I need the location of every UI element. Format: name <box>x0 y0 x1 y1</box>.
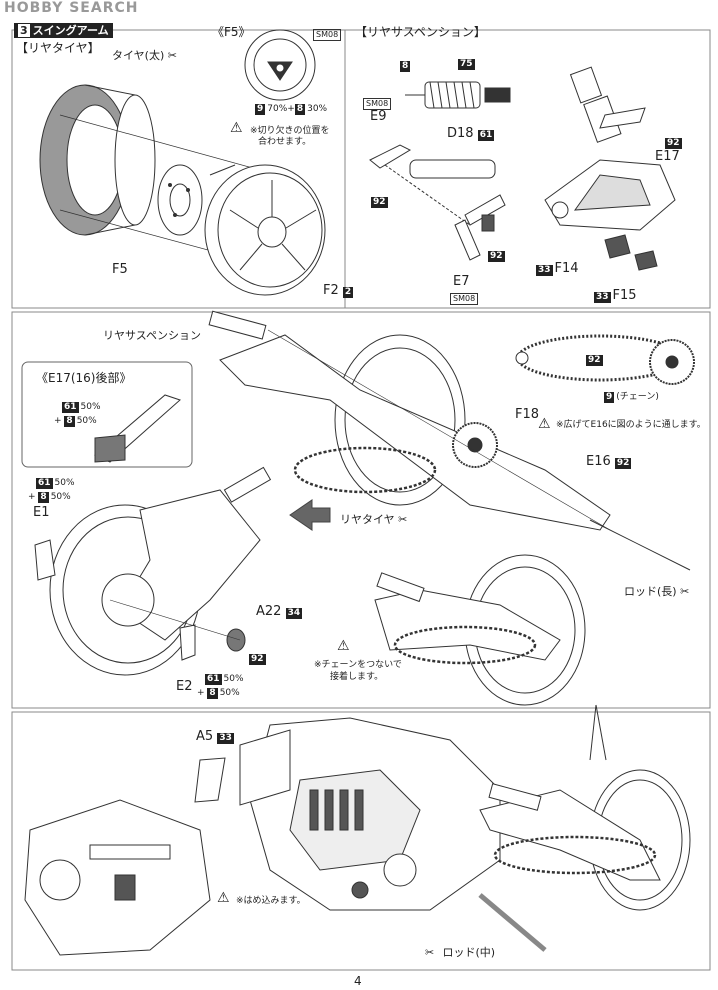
fit-note: ※はめ込みます。 <box>236 896 306 906</box>
cutter-tool-icon: ✂ <box>167 49 177 62</box>
part-e2: E2 <box>176 679 193 694</box>
chain-note-2: 接着します。 <box>330 672 384 682</box>
f5-disc-inset-drawing <box>244 29 316 101</box>
e7-color: 92 <box>488 251 505 262</box>
warning-icon-2: ⚠ <box>538 416 551 432</box>
chain-color: 92 <box>586 355 603 366</box>
page-number: 4 <box>354 974 362 988</box>
direction-arrow <box>289 499 331 531</box>
f5-paint-tag: SM08 <box>313 27 342 41</box>
part-e16: E16 92 <box>586 454 632 469</box>
a22-sub-color: 92 <box>249 654 266 665</box>
swing-arm-final-drawing <box>478 769 691 952</box>
caution-text-2: 合わせます。 <box>258 137 312 147</box>
wheel-f2-drawing <box>204 164 326 296</box>
swing-arm-assembly-left-drawing <box>34 466 272 676</box>
tire-label-text: タイヤ(太) <box>112 49 165 62</box>
brake-disc-drawing <box>157 164 203 236</box>
e17-color: 92 <box>665 138 682 149</box>
rear-tire-drawing <box>39 84 261 261</box>
warning-icon-1: ⚠ <box>230 120 243 136</box>
cutter-tool-icon: ✂ <box>680 585 690 598</box>
part-d18: D18 61 <box>447 126 495 141</box>
e17-assembly-drawing <box>544 66 676 271</box>
closeup-frame-drawing <box>24 799 211 956</box>
rear-tire-heading: 【リヤタイヤ】 <box>16 41 100 55</box>
part-e17: E17 <box>655 149 680 164</box>
chain-drawing <box>515 334 695 385</box>
watermark: HOBBY SEARCH <box>4 0 139 16</box>
warning-icon-3: ⚠ <box>337 638 350 654</box>
part-f18: F18 <box>515 407 540 422</box>
rear-suspension-parts-drawing <box>369 81 511 261</box>
part-f5: F5 <box>112 262 128 277</box>
step-number: 3 <box>18 24 30 37</box>
cutter-tool-icon: ✂ <box>398 513 408 526</box>
chain-label: 9(チェーン) <box>604 392 659 403</box>
part-f2: F2 2 <box>323 283 354 298</box>
rear-susp-heading: 【リヤサスペンション】 <box>355 25 486 39</box>
susp-code-8: 8 <box>400 61 411 72</box>
warning-icon-4: ⚠ <box>217 890 230 906</box>
swing-arm-assembly-right-drawing <box>374 554 586 706</box>
rod-long-label: ロッド(長) ✂ <box>624 585 694 599</box>
rear-tire-label-2: リヤタイヤ ✂ <box>340 513 412 527</box>
f18-note: ※広げてE16に図のように通します。 <box>556 420 706 430</box>
part-e7: E7 <box>453 274 470 289</box>
engine-frame-drawing <box>194 717 501 911</box>
f5-heading: 《F5》 <box>212 25 251 39</box>
caution-text-1: ※切り欠きの位置を <box>250 126 330 136</box>
cutter-tool-icon: ✂ <box>425 946 435 959</box>
e9-tag: SM08 <box>363 96 392 110</box>
part-e9: E9 <box>370 109 387 124</box>
chain-note-1: ※チェーンをつないで <box>314 660 402 670</box>
part-e1: E1 <box>33 505 50 520</box>
rod-mid-label: ✂ ロッド(中) <box>425 946 496 959</box>
susp-code-75: 75 <box>458 59 475 70</box>
e17-inset-heading: 《E17(16)後部》 <box>36 371 132 385</box>
part-a22: A22 34 <box>256 604 303 619</box>
step-title: スイングアーム <box>32 24 109 37</box>
swing-arm-upper-drawing <box>208 310 691 571</box>
part-a5: A5 33 <box>196 729 234 744</box>
e9-color: 92 <box>371 197 388 208</box>
rear-susp-label: リヤサスペンション <box>103 329 202 342</box>
e7-tag: SM08 <box>450 291 479 305</box>
tire-label: タイヤ(太) ✂ <box>112 49 182 63</box>
e17-rear-inset-drawing <box>94 394 181 463</box>
